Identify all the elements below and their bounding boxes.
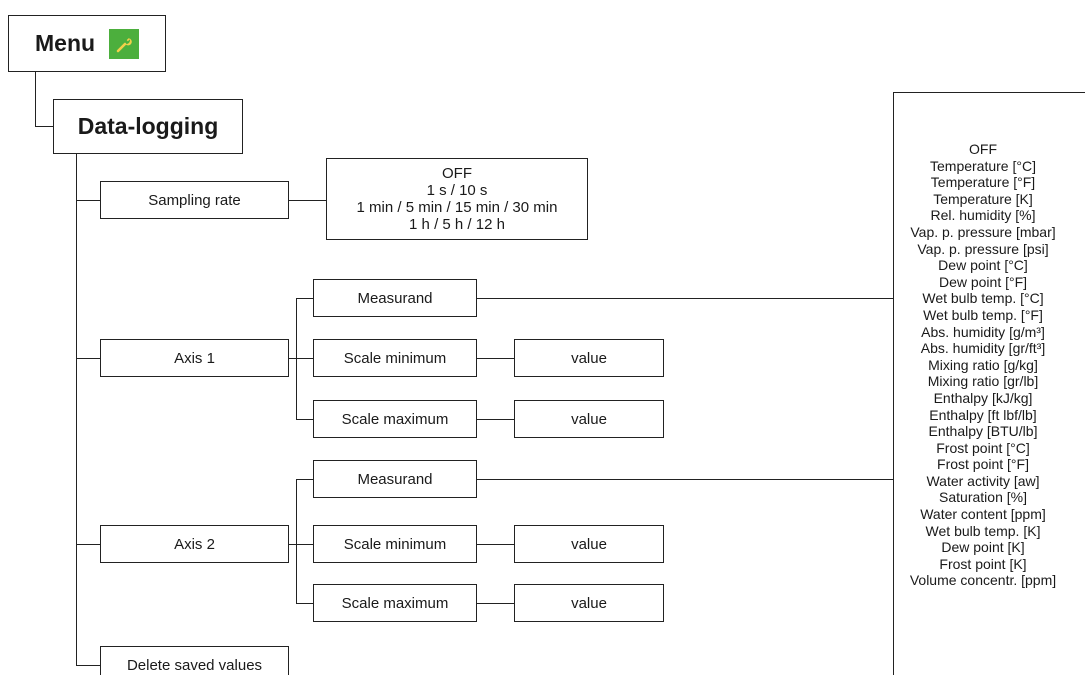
measurand-option: Volume concentr. [ppm] — [909, 572, 1057, 589]
axis2-scale-maximum-label: Scale maximum — [341, 594, 449, 612]
data-logging-label: Data-logging — [77, 113, 219, 139]
measurand-option: Temperature [°F] — [930, 174, 1036, 191]
axis2-bracket — [296, 479, 313, 604]
data-logging-trunk — [76, 154, 100, 666]
measurand-option: Enthalpy [kJ/kg] — [933, 389, 1033, 406]
sampling-rate-label: Sampling rate — [148, 191, 241, 209]
axis2-scale-minimum-label: Scale minimum — [343, 535, 447, 553]
sampling-option: 1 s / 10 s — [426, 182, 488, 199]
axis1-measurand-label: Measurand — [357, 289, 433, 307]
axis2-max-value-label: value — [571, 594, 607, 612]
measurand-option: Enthalpy [BTU/lb] — [928, 423, 1038, 440]
sampling-rate-node[interactable]: Sampling rate — [100, 181, 289, 219]
wrench-icon-glyph — [116, 37, 132, 52]
measurand-option: Dew point [K] — [941, 539, 1025, 556]
measurand-option: Vap. p. pressure [psi] — [917, 240, 1049, 257]
axis2-measurand-label: Measurand — [357, 470, 433, 488]
measurand-option: Mixing ratio [gr/lb] — [927, 373, 1039, 390]
measurand-option: Wet bulb temp. [°F] — [923, 306, 1043, 323]
measurand-option: Frost point [°F] — [937, 456, 1029, 473]
measurand-option: Temperature [K] — [933, 190, 1033, 207]
menu-label: Menu — [35, 30, 96, 56]
sampling-option: 1 h / 5 h / 12 h — [409, 216, 505, 233]
data-logging-node[interactable]: Data-logging — [53, 99, 243, 154]
measurand-option: Frost point [K] — [939, 555, 1027, 572]
axis2-scale-maximum-node[interactable]: Scale maximum — [313, 584, 477, 622]
measurand-option: Dew point [°C] — [938, 257, 1028, 274]
measurand-option: Water content [ppm] — [920, 506, 1046, 523]
axis2-measurand-node[interactable]: Measurand — [313, 460, 477, 498]
delete-saved-values-label: Delete saved values — [126, 656, 263, 674]
sampling-option: 1 min / 5 min / 15 min / 30 min — [356, 199, 558, 216]
delete-saved-values-node[interactable]: Delete saved values — [100, 646, 289, 675]
measurand-option: Mixing ratio [g/kg] — [928, 356, 1038, 373]
menu-connector — [35, 72, 53, 127]
sampling-option: OFF — [442, 165, 472, 182]
axis1-min-value-node[interactable]: value — [514, 339, 664, 377]
axis1-label: Axis 1 — [174, 349, 215, 367]
measurand-option: Water activity [aw] — [926, 472, 1040, 489]
axis2-max-value-node[interactable]: value — [514, 584, 664, 622]
measurand-option: OFF — [969, 141, 997, 157]
axis1-scale-minimum-node[interactable]: Scale minimum — [313, 339, 477, 377]
axis1-max-value-node[interactable]: value — [514, 400, 664, 438]
measurand-option: Saturation [%] — [939, 489, 1027, 506]
measurand-option: Rel. humidity [%] — [930, 207, 1036, 224]
axis1-scale-maximum-label: Scale maximum — [341, 410, 449, 428]
axis1-max-value-label: value — [571, 410, 607, 428]
measurand-option: Wet bulb temp. [K] — [925, 522, 1041, 539]
measurand-option: Enthalpy [ft lbf/lb] — [929, 406, 1037, 423]
sampling-rate-options: OFF 1 s / 10 s 1 min / 5 min / 15 min / … — [326, 158, 588, 240]
measurand-option: Temperature [°C] — [930, 157, 1036, 174]
measurand-option: Wet bulb temp. [°C] — [922, 290, 1044, 307]
axis2-label: Axis 2 — [174, 535, 215, 553]
axis2-node[interactable]: Axis 2 — [100, 525, 289, 563]
axis1-bracket — [296, 298, 313, 420]
axis1-min-value-label: value — [571, 349, 607, 367]
measurand-option: Abs. humidity [gr/ft³] — [920, 340, 1046, 357]
axis2-min-value-label: value — [571, 535, 607, 553]
measurand-option: Dew point [°F] — [938, 273, 1028, 290]
measurand-option: Frost point [°C] — [936, 439, 1030, 456]
axis2-min-value-node[interactable]: value — [514, 525, 664, 563]
measurand-option: Vap. p. pressure [mbar] — [910, 223, 1056, 240]
axis1-measurand-node[interactable]: Measurand — [313, 279, 477, 317]
wrench-icon — [109, 28, 140, 59]
axis1-scale-minimum-label: Scale minimum — [343, 349, 447, 367]
menu-node[interactable]: Menu — [8, 15, 166, 72]
axis2-scale-minimum-node[interactable]: Scale minimum — [313, 525, 477, 563]
axis1-scale-maximum-node[interactable]: Scale maximum — [313, 400, 477, 438]
axis1-node[interactable]: Axis 1 — [100, 339, 289, 377]
measurand-option: Abs. humidity [g/m³] — [921, 323, 1045, 340]
